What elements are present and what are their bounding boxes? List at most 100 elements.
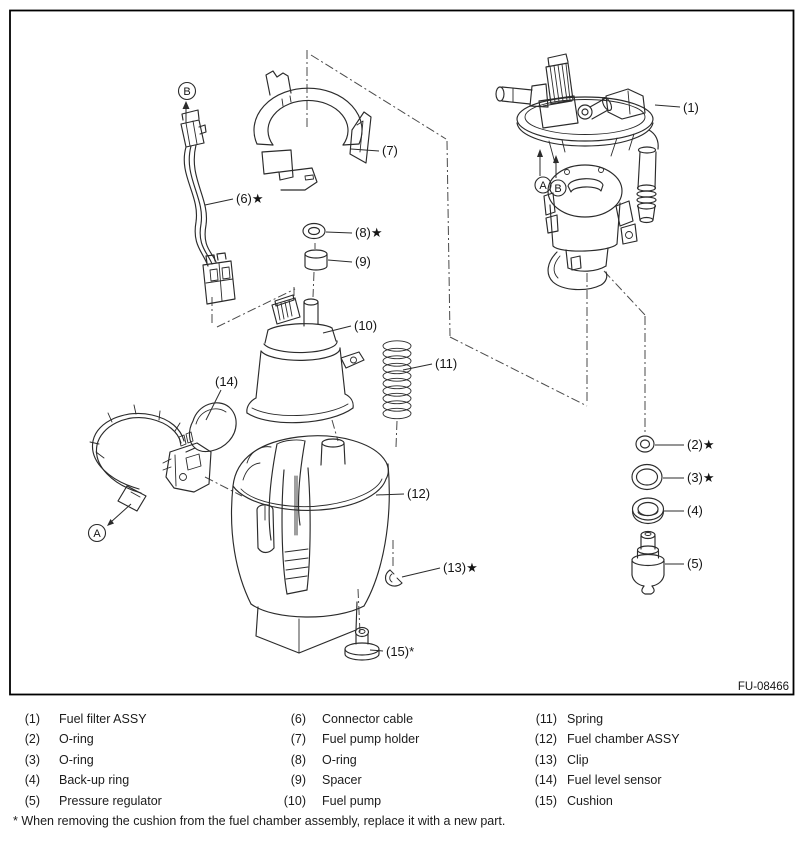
centerlines	[204, 50, 646, 634]
legend-item-number: (15)	[534, 793, 557, 808]
legend-item-name: Fuel pump holder	[322, 732, 420, 747]
legend-item-number: (11)	[535, 712, 557, 726]
legend-item-number: (3)	[24, 752, 40, 767]
legend-item: (1) Fuel filter ASSY	[18, 712, 162, 732]
callout-leader-6	[204, 198, 234, 206]
part-8-o-ring	[302, 222, 326, 240]
legend-item: (13) Clip	[524, 753, 680, 773]
legend-item-number: (13)	[534, 752, 557, 767]
callout-label-14: (14)	[215, 374, 238, 389]
ref-letter-b-filter: B	[549, 155, 567, 197]
legend-item: (12) Fuel chamber ASSY	[524, 732, 680, 752]
legend-item-name: Spacer	[322, 773, 362, 788]
legend-footnote: * When removing the cushion from the fue…	[13, 814, 506, 828]
legend-item-name: O-ring	[59, 732, 94, 747]
legend-item-number: (2)	[24, 732, 40, 747]
part-6-connector-cable	[180, 109, 236, 305]
callout-label-2: (2)★	[687, 437, 715, 452]
part-13-clip	[384, 569, 403, 587]
legend-column-3: (11)Spring(12)Fuel chamber ASSY(13)Clip(…	[524, 712, 680, 814]
legend-item-number: (14)	[534, 773, 557, 788]
callout-label-1: (1)	[683, 100, 699, 115]
legend-item: (7) Fuel pump holder	[276, 732, 420, 752]
callout-label-6: (6)★	[236, 191, 264, 206]
legend-item-number: (4)	[24, 773, 40, 788]
callout-leader-11	[402, 363, 433, 371]
legend-item: (4) Back-up ring	[18, 773, 162, 793]
ref-arrow-head	[107, 519, 114, 526]
legend-item-number: (12)	[534, 732, 557, 747]
part-11-spring	[382, 340, 412, 420]
ref-arrow-head	[182, 101, 190, 109]
legend-item: (11) Spring	[524, 712, 680, 732]
legend-item: (10) Fuel pump	[276, 794, 419, 814]
legend-item-name: Connector cable	[322, 712, 414, 726]
legend-item: (2) O-ring	[18, 732, 162, 752]
legend-item: (3) O-ring	[18, 753, 162, 773]
legend-item: (5) Pressure regulator	[18, 794, 162, 814]
ref-letter-text: A	[539, 180, 547, 192]
callout-layer: (1)(2)★(3)★(4)(5)(6)★(7)(8)★(9)(10)(11)(…	[204, 100, 715, 659]
legend-item-number: (10)	[283, 793, 306, 808]
legend-item-name: Back-up ring	[59, 773, 130, 788]
legend-item: (14) Fuel level sensor	[524, 773, 680, 793]
callout-label-9: (9)	[355, 254, 371, 269]
legend-item-name: Spring	[567, 712, 604, 726]
part-2-o-ring	[635, 435, 655, 453]
legend-item-name: O-ring	[59, 752, 94, 767]
exploded-parts-diagram: (1)(2)★(3)★(4)(5)(6)★(7)(8)★(9)(10)(11)(…	[9, 9, 795, 696]
callout-leader-7	[350, 148, 380, 152]
legend-item-number: (9)	[290, 773, 306, 788]
callout-leader-10	[322, 325, 352, 334]
ref-letter-a-bottom-left: A	[87, 503, 132, 543]
callout-leader-13	[401, 567, 441, 578]
parts-legend: (1) Fuel filter ASSY (2) O-ring (3) O-ring (4)…	[0, 712, 804, 842]
diagram-border	[9, 9, 795, 696]
legend-item-name: Pressure regulator	[59, 793, 162, 808]
callout-label-8: (8)★	[355, 225, 383, 240]
ref-letter-circle	[87, 523, 107, 543]
legend-item-name: O-ring	[322, 752, 357, 767]
callout-leader-12	[375, 493, 405, 496]
callout-label-3: (3)★	[687, 470, 715, 485]
ref-letter-text: B	[183, 86, 190, 98]
legend-item-number: (6)	[290, 712, 306, 726]
ref-arrow-head	[553, 155, 559, 163]
legend-column-1: (1) Fuel filter ASSY (2) O-ring (3) O-ring (4)…	[18, 712, 162, 814]
legend-item-number: (5)	[24, 793, 40, 808]
ref-letter-circle	[549, 179, 567, 197]
legend-item-name: Clip	[567, 752, 589, 767]
legend-item: (8) O-ring	[276, 753, 419, 773]
figure-code-label: FU-08466	[738, 681, 789, 693]
diagram-frame: (1)(2)★(3)★(4)(5)(6)★(7)(8)★(9)(10)(11)(…	[9, 9, 795, 696]
ref-arrow-head	[537, 149, 543, 157]
ref-arrow-shaft	[110, 503, 132, 523]
ref-letter-text: A	[93, 528, 101, 540]
part-5-pressure-regulator	[631, 530, 665, 595]
callout-label-5: (5)	[687, 556, 703, 571]
part-10-fuel-pump	[246, 294, 365, 424]
legend-item-name: Fuel chamber ASSY	[567, 732, 680, 747]
callout-label-10: (10)	[354, 318, 377, 333]
ref-letter-b-top-left: B	[177, 81, 197, 123]
part-4-back-up-ring	[631, 497, 665, 525]
legend-column-2: (6) Connector cable (7) Fuel pump holder (8)…	[276, 712, 420, 814]
legend-item-name: Fuel filter ASSY	[59, 712, 147, 726]
callout-label-13: (13)★	[443, 560, 478, 575]
callout-leader-15	[369, 649, 384, 652]
legend-item-name: Fuel level sensor	[567, 773, 662, 788]
callout-label-4: (4)	[687, 503, 703, 518]
part-12-fuel-chamber-assy	[230, 435, 390, 654]
part-14-fuel-level-sensor	[89, 402, 237, 512]
legend-item-number: (8)	[290, 752, 306, 767]
part-3-o-ring	[631, 463, 663, 491]
callout-leader-1	[654, 104, 681, 108]
legend-item-number: (7)	[290, 732, 306, 747]
legend-item: (6) Connector cable	[276, 712, 419, 732]
part-1-fuel-filter-assy	[495, 53, 659, 291]
legend-item-name: Fuel pump	[322, 793, 382, 808]
legend-item-number: (1)	[24, 712, 40, 726]
callout-leader-14	[205, 389, 222, 421]
